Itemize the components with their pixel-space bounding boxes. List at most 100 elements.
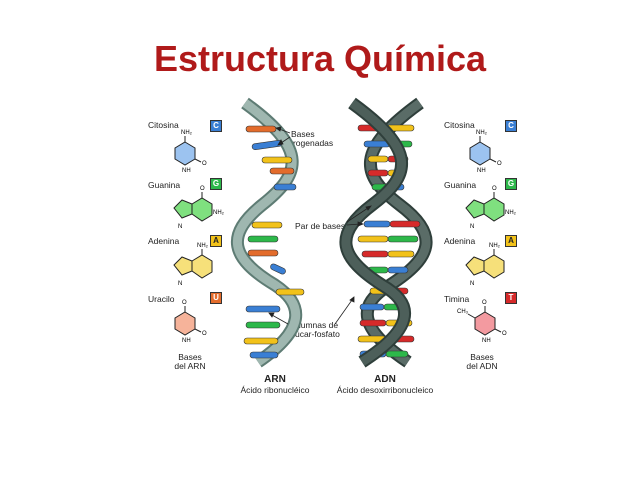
callout-line-bases-2 — [280, 136, 291, 144]
right-base-label-guanina: Guanina — [444, 180, 477, 190]
dna-helix — [339, 97, 433, 368]
left-badge-g: G — [210, 178, 222, 190]
dna-base-thymine-5 — [361, 250, 389, 258]
right-t-nh-text: NH — [482, 338, 491, 344]
right-c-nh-text: NH — [477, 168, 486, 174]
rna-base-uracil-2 — [269, 167, 295, 175]
right-c-nh2-text: NH₂ — [476, 130, 488, 136]
right-cytosine-molecule: NH₂ O NH — [469, 130, 502, 174]
callout-lines — [268, 126, 372, 325]
left-c-o-text: O — [202, 161, 207, 167]
left-base-label-guanina: Guanina — [148, 180, 181, 190]
left-c-nh2-text: NH₂ — [181, 130, 193, 136]
left-base-label-citosina: Citosina — [148, 120, 179, 130]
dna-base-adenine-2 — [367, 155, 389, 163]
rna-base-adenine-3 — [275, 288, 305, 296]
right-badge-c: C — [505, 120, 517, 132]
callout-arrow-par-2 — [365, 205, 372, 211]
right-a-n-text: N — [470, 281, 474, 287]
rna-base-adenine-4 — [243, 337, 279, 345]
right-c-o-text: O — [497, 161, 502, 167]
dna-base-guanine-3 — [387, 235, 419, 243]
left-a-nh2-text: NH₂ — [197, 243, 209, 249]
left-badge-a: A — [210, 235, 222, 247]
right-a-nh2-text: NH₂ — [489, 243, 501, 249]
rna-base-cytosine-2 — [273, 183, 297, 191]
callout-arrow-bases-2 — [277, 139, 284, 146]
rna-base-guanine — [247, 235, 279, 243]
right-thymine-molecule: O CH₃ O NH — [457, 300, 507, 344]
callout-par-de-bases: Par de bases — [295, 221, 346, 231]
left-uracil-molecule: O O NH — [174, 300, 207, 344]
right-caption-line2: del ADN — [466, 361, 498, 371]
left-u-o-top-text: O — [182, 300, 187, 306]
callout-line-col-2 — [334, 299, 353, 325]
rna-backbone — [232, 99, 301, 366]
callout-arrow-col-2 — [349, 296, 355, 303]
rna-base-uracil-3 — [247, 249, 279, 257]
callout-arrow-bases-1 — [275, 126, 282, 132]
right-g-n-text: N — [470, 224, 474, 230]
left-guanine-molecule: O NH₂ N — [173, 186, 225, 230]
left-u-nh-text: NH — [182, 338, 191, 344]
callout-line-col-1 — [271, 314, 289, 325]
right-badge-t: T — [505, 292, 517, 304]
callout-columnas-line2: azúcar-fosfato — [286, 329, 340, 339]
dna-sublabel: Ácido desoxirribonucleico — [336, 385, 434, 395]
right-badge-a: A — [505, 235, 517, 247]
right-t-o-text: O — [502, 331, 507, 337]
left-a-n-text: N — [178, 281, 182, 287]
left-badge-u: U — [210, 292, 222, 304]
left-base-label-uracilo: Uracilo — [148, 294, 175, 304]
left-base-label-adenina: Adenina — [148, 236, 180, 246]
left-cytosine-molecule: NH₂ O NH — [174, 130, 207, 174]
dna-base-thymine-3 — [367, 169, 389, 177]
page-title: Estructura Química — [153, 38, 487, 79]
dna-base-cytosine-5 — [359, 303, 385, 311]
callout-arrow-par-1 — [357, 221, 365, 227]
callout-line-par-2 — [346, 207, 369, 223]
rna-base-guanine-2 — [245, 321, 281, 329]
callout-arrow-col-1 — [268, 312, 275, 318]
rna-sublabel: Ácido ribonucléico — [240, 385, 310, 395]
rna-base-cytosine-4 — [245, 305, 281, 313]
rna-base-adenine — [261, 156, 293, 164]
left-caption-line1: Bases — [178, 352, 202, 362]
right-t-o-top-text: O — [482, 300, 487, 306]
dna-base-thymine-4 — [389, 220, 421, 228]
right-badge-g: G — [505, 178, 517, 190]
callout-line-bases-1 — [278, 128, 291, 134]
dna-backbone-front — [341, 99, 410, 366]
rna-base-adenine-2 — [251, 221, 283, 229]
left-adenine-molecule: NH₂ N — [173, 243, 213, 287]
left-g-o-text: O — [200, 186, 205, 192]
right-guanine-molecule: O NH₂ N — [465, 186, 517, 230]
rna-helix — [230, 97, 305, 368]
rna-label: ARN — [264, 374, 286, 385]
right-caption-line1: Bases — [470, 352, 494, 362]
right-g-nh2-text: NH₂ — [505, 210, 517, 216]
left-caption-line2: del ARN — [174, 361, 206, 371]
dna-base-cytosine-3 — [363, 220, 391, 228]
callout-columnas-line1: Columnas de — [288, 320, 339, 330]
dna-base-cytosine-4 — [387, 266, 409, 274]
right-base-label-adenina: Adenina — [444, 236, 476, 246]
left-badge-c: C — [210, 120, 222, 132]
rna-base-cytosine-3 — [270, 263, 286, 275]
right-base-label-citosina: Citosina — [444, 120, 475, 130]
dna-label: ADN — [374, 374, 396, 385]
right-adenine-molecule: NH₂ N — [465, 243, 505, 287]
callout-bases-line2: nitrogenadas — [284, 138, 334, 148]
left-molecules: NH₂ O NH O NH₂ N NH₂ N O O NH — [173, 130, 225, 344]
dna-base-guanine-6 — [385, 350, 409, 358]
left-g-n-text: N — [178, 224, 182, 230]
rna-base-uracil — [245, 125, 277, 133]
right-molecules: NH₂ O NH O NH₂ N NH₂ N O CH₃ O NH — [457, 130, 517, 344]
dna-base-thymine-7 — [359, 319, 387, 327]
left-u-o-text: O — [202, 331, 207, 337]
left-g-nh2-text: NH₂ — [213, 210, 225, 216]
callout-bases-line1: Bases — [291, 129, 315, 139]
right-base-label-timina: Timina — [444, 294, 470, 304]
left-c-nh-text: NH — [182, 168, 191, 174]
